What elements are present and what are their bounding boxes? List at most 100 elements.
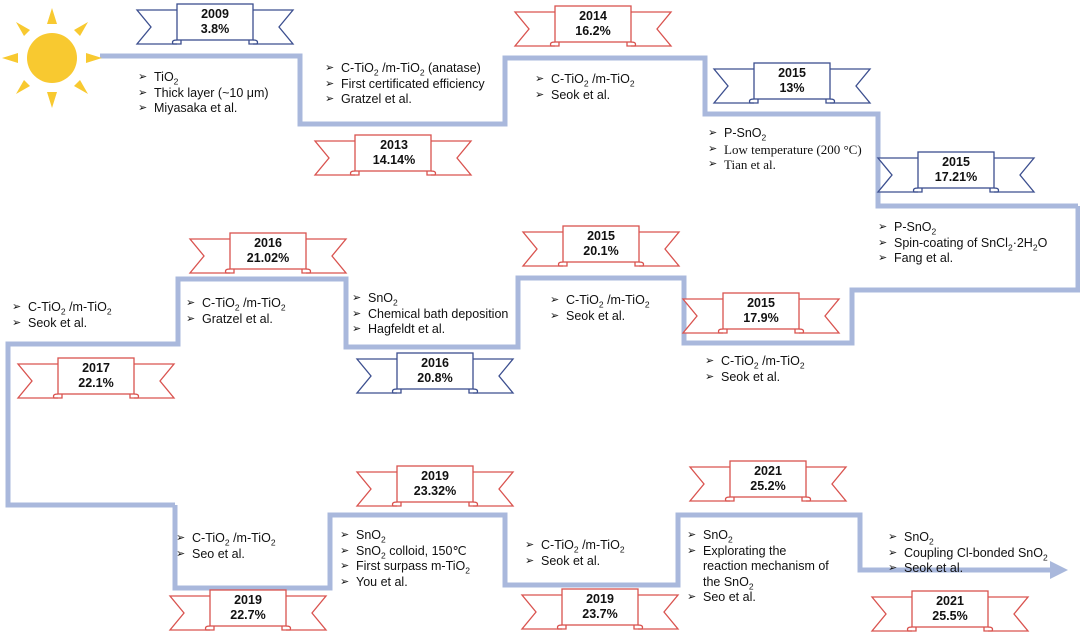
bullet-arrow-icon: ➢ <box>12 316 22 329</box>
badge-year: 2013 <box>380 138 408 152</box>
badge-year: 2019 <box>421 469 449 483</box>
milestone-notes: ➢ C-TiO2 /m-TiO2 (anatase) ➢ First certifi… <box>325 61 485 108</box>
note-text: C-TiO2 /m-TiO2 <box>566 293 650 310</box>
badge-2021-25-5: 2021 25.5% <box>912 594 988 624</box>
note-text: Explorating the <box>703 543 787 558</box>
badge-year: 2019 <box>586 592 614 606</box>
bullet-arrow-icon: ➢ <box>708 142 718 155</box>
badge-2019-23-7: 2019 23.7% <box>562 592 638 622</box>
badge-2015-17-21: 2015 17.21% <box>918 155 994 185</box>
badge-year: 2009 <box>201 7 229 21</box>
note-text: C-TiO2 /m-TiO2 <box>28 300 112 317</box>
note-text: Chemical bath deposition <box>368 306 509 321</box>
milestone-notes: ➢SnO2 ➢Coupling Cl-bonded SnO2 ➢Seok et … <box>888 530 1048 577</box>
note-text: C-TiO2 /m-TiO2 <box>541 538 625 555</box>
note-text: SnO2 <box>703 528 733 545</box>
milestone-notes: ➢P-SnO2 ➢Low temperature (200 °C) ➢Tian … <box>708 126 862 173</box>
note-text: Seok et al. <box>541 553 601 568</box>
bullet-arrow-icon: ➢ <box>888 531 898 543</box>
badge-efficiency: 25.5% <box>932 609 968 623</box>
bullet-arrow-icon: ➢ <box>325 77 335 90</box>
note-text: First surpass m-TiO2 <box>356 559 470 576</box>
bullet-arrow-icon: ➢ <box>888 546 898 559</box>
bullet-arrow-icon: ➢ <box>535 88 545 101</box>
badge-2021-25-2: 2021 25.2% <box>730 464 806 494</box>
note-text: Seok et al. <box>721 369 781 384</box>
bullet-arrow-icon: ➢ <box>878 252 888 264</box>
milestone-notes: ➢C-TiO2 /m-TiO2 ➢Seok et al. <box>550 293 650 324</box>
timeline-line-row2 <box>5 206 1080 508</box>
note-text: First certificated efficiency <box>341 76 485 91</box>
note-text: Fang et al. <box>894 251 954 265</box>
note-text: P-SnO2 <box>894 220 937 237</box>
note-text: C-TiO2 /m-TiO2 <box>192 531 276 548</box>
milestone-notes: ➢C-TiO2 /m-TiO2 ➢Seok et al. <box>705 354 805 385</box>
note-text: C-TiO2 /m-TiO2 <box>202 296 286 313</box>
bullet-arrow-icon: ➢ <box>550 294 560 306</box>
milestone-notes: ➢C-TiO2 /m-TiO2 ➢Seo et al. <box>176 531 276 562</box>
note-text: the SnO2 <box>703 574 754 591</box>
bullet-arrow-icon: ➢ <box>525 554 535 567</box>
badge-efficiency: 3.8% <box>200 22 230 36</box>
badge-2015-13: 2015 13% <box>754 66 830 96</box>
badge-2016-20-8: 2016 20.8% <box>397 356 473 386</box>
note-text: Low temperature (200 °C) <box>724 141 862 157</box>
bullet-arrow-icon: ➢ <box>138 71 148 83</box>
badge-2019-22-7: 2019 22.7% <box>210 593 286 623</box>
bullet-arrow-icon: ➢ <box>878 236 888 249</box>
bullet-arrow-icon: ➢ <box>687 544 697 557</box>
badge-year: 2021 <box>936 594 964 608</box>
badge-efficiency: 20.8% <box>417 371 453 385</box>
bullet-arrow-icon: ➢ <box>708 158 718 170</box>
badge-efficiency: 20.1% <box>583 244 619 258</box>
note-text: Thick layer (~10 μm) <box>154 85 269 100</box>
bullet-arrow-icon: ➢ <box>186 312 196 325</box>
sun-icon <box>2 8 102 108</box>
bullet-arrow-icon: ➢ <box>888 562 898 574</box>
badge-2013: 2013 14.14% <box>355 138 433 168</box>
milestone-notes: ➢ SnO2 ➢ Explorating the reaction mechanis… <box>687 528 829 606</box>
note-text: Gratzel et al. <box>341 92 412 106</box>
note-text: You et al. <box>356 574 408 589</box>
milestone-notes: ➢TiO2 ➢Thick layer (~10 μm) ➢Miyasaka et… <box>138 70 269 117</box>
note-text: Seok et al. <box>28 315 88 330</box>
badge-2017: 2017 22.1% <box>58 361 134 391</box>
bullet-arrow-icon: ➢ <box>687 591 697 603</box>
milestone-notes: ➢ C-TiO2 /m-TiO2 ➢ Seok et al. <box>525 538 625 569</box>
badge-efficiency: 21.02% <box>246 251 290 265</box>
bullet-arrow-icon: ➢ <box>352 323 362 335</box>
note-text: Seo et al. <box>192 546 245 561</box>
milestone-notes: ➢SnO2 ➢Chemical bath deposition ➢Hagfeld… <box>352 291 508 338</box>
badge-year: 2019 <box>234 593 262 607</box>
badge-2009: 2009 3.8% <box>177 7 253 37</box>
badge-year: 2014 <box>579 9 607 23</box>
badge-efficiency: 14.14% <box>372 153 416 167</box>
bullet-arrow-icon: ➢ <box>352 292 362 304</box>
badge-2016-21-02: 2016 21.02% <box>230 236 306 266</box>
note-text: Gratzel et al. <box>202 311 273 326</box>
bullet-arrow-icon: ➢ <box>176 532 186 544</box>
note-text: TiO2 <box>154 70 179 87</box>
badge-year: 2015 <box>747 296 775 310</box>
bullet-arrow-icon: ➢ <box>138 102 148 114</box>
note-text: reaction mechanism of <box>703 559 829 573</box>
bullet-arrow-icon: ➢ <box>705 355 715 367</box>
bullet-arrow-icon: ➢ <box>525 539 535 551</box>
bullet-arrow-icon: ➢ <box>340 529 350 541</box>
bullet-arrow-icon: ➢ <box>878 221 888 233</box>
badge-year: 2017 <box>82 361 110 375</box>
bullet-arrow-icon: ➢ <box>325 93 335 105</box>
note-text: Seok et al. <box>904 561 964 575</box>
timeline-line-row3 <box>172 505 1050 591</box>
bullet-arrow-icon: ➢ <box>138 86 148 99</box>
badge-efficiency: 16.2% <box>575 24 611 38</box>
badge-efficiency: 23.32% <box>413 484 457 498</box>
note-text: C-TiO2 /m-TiO2 <box>721 354 805 371</box>
note-text: SnO2 <box>368 291 398 308</box>
badge-2015-20-1: 2015 20.1% <box>563 229 639 259</box>
badge-efficiency: 22.7% <box>230 608 266 622</box>
bullet-arrow-icon: ➢ <box>687 529 697 541</box>
milestone-notes: ➢SnO2 ➢SnO2 colloid, 150℃ ➢First surpass… <box>340 528 470 590</box>
badge-efficiency: 17.21% <box>934 170 978 184</box>
note-text: C-TiO2 /m-TiO2 (anatase) <box>341 61 481 78</box>
